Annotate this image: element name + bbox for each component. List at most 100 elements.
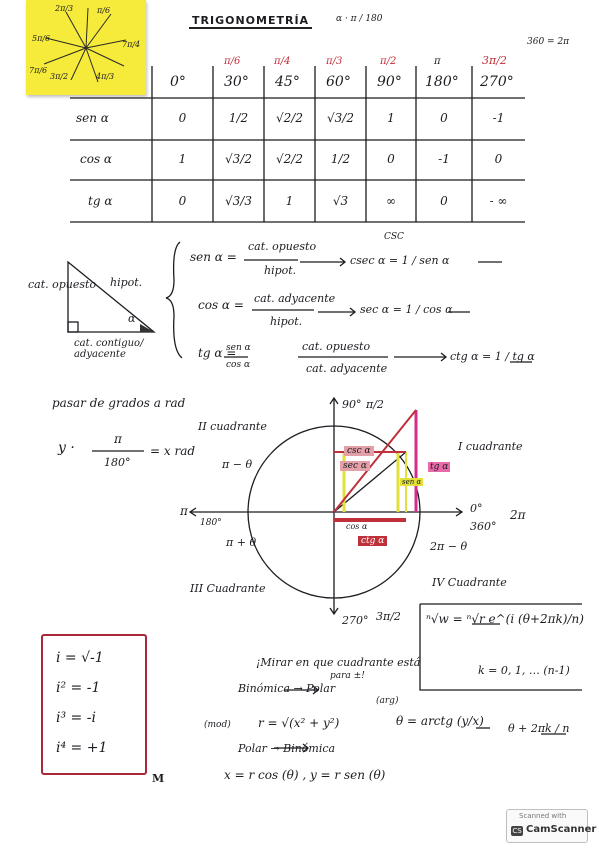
sticky-label: 5π/6 [32, 34, 51, 43]
sen-num: cat. opuesto [248, 240, 317, 253]
table-cell: 0 [440, 111, 448, 125]
label-270: 270° [342, 614, 369, 627]
deg-header: 270° [480, 74, 514, 90]
marker-m: M [152, 772, 165, 785]
cos-num: cat. adyacente [254, 292, 336, 305]
deg-header: 90° [377, 74, 402, 90]
csc-mark: csc α [344, 446, 374, 456]
deg-header: 60° [326, 74, 351, 90]
label-90: 90° [342, 398, 362, 411]
cos-lhs: cos α = [198, 298, 244, 312]
cos-den: hipot. [270, 315, 303, 328]
table-cell: √3/2 [327, 111, 354, 125]
table-cell: ∞ [386, 194, 396, 208]
q2-label: II cuadrante [198, 420, 267, 433]
polar-to-binom: Polar → Binómica [238, 742, 336, 755]
argument-formula: θ = arctg (y/x) [396, 714, 484, 728]
i-power-2: i² = -1 [56, 680, 101, 696]
label-360: 360° [470, 520, 497, 533]
table-cell: √2/2 [276, 111, 303, 125]
sticky-label: 7π/6 [29, 66, 48, 75]
label-180: 180° [200, 518, 222, 528]
opposite-label: cat. opuesto [28, 278, 97, 291]
imaginary-unit-box [41, 634, 147, 775]
table-cell: √3 [332, 194, 349, 208]
table-cell: 1 [387, 111, 395, 125]
label-pi-2: π/2 [366, 398, 384, 411]
sticky-label: 4π/3 [96, 72, 115, 81]
conversion-lhs: y · [58, 440, 75, 456]
tg-frac-num: sen α [226, 343, 251, 353]
camscanner-brand: CamScanner [526, 824, 597, 835]
deg-header: 0° [170, 74, 186, 90]
sen-den: hipot. [264, 264, 297, 277]
quadrant-note: ¡Mirar en que cuadrante está [256, 656, 421, 669]
label-2pi: 2π [510, 508, 526, 522]
hypotenuse-label: hipot. [110, 276, 143, 289]
table-cell: 0 [178, 194, 187, 208]
q4-relation: 2π − θ [430, 540, 468, 553]
table-cell: 0 [178, 111, 187, 125]
sec-formula: sec α = 1 / cos α [360, 303, 453, 316]
table-cell: √3/3 [225, 194, 252, 208]
sticky-note: 2π/3 π/6 5π/6 7π/4 7π/6 3π/2 4π/3 [26, 0, 146, 95]
conversion-rhs: = x rad [150, 444, 196, 458]
table-cell: 0 [387, 152, 395, 166]
sticky-label: π/6 [97, 6, 111, 15]
table-cell: 0 [494, 152, 503, 166]
tg-lhs: tg α = [198, 346, 237, 360]
row-label: sen α [76, 111, 109, 125]
deg-header: 45° [275, 74, 300, 90]
i-power-3: i³ = -i [56, 710, 96, 726]
i-power-4: i⁴ = +1 [56, 740, 108, 756]
table-cell: 1/2 [228, 111, 249, 125]
argument-plus: θ + 2πk / n [508, 722, 570, 735]
sticky-label: 3π/2 [50, 72, 69, 81]
cos-mark: cos α [346, 522, 368, 531]
quadrant-note-2: para ±! [330, 671, 365, 681]
csc-top: CSC [384, 232, 404, 242]
sticky-sketch [43, 7, 127, 83]
deg-header: 180° [425, 74, 459, 90]
camscanner-logo-icon: CS [511, 826, 523, 836]
mod-label: (mod) [204, 720, 231, 730]
table-cell: 0 [440, 194, 448, 208]
rad-header: π/3 [326, 56, 343, 67]
camscanner-badge: Scanned with CS CamScanner [506, 809, 596, 843]
table-cell: √3/2 [225, 152, 252, 166]
full-turn-note: 360 = 2π [527, 37, 570, 47]
ctg-mark: ctg α [358, 536, 388, 546]
page-title: TRIGONOMETRÍA [188, 14, 313, 29]
scanned-with-text: Scanned with [519, 812, 567, 820]
table-cell: 1 [285, 194, 294, 208]
k-values: k = 0, 1, … (n-1) [478, 664, 570, 677]
tg-mark: tg α [428, 462, 451, 472]
q3-label: III Cuadrante [190, 582, 266, 595]
q2-relation: π − θ [222, 458, 253, 471]
row-label: cos α [80, 152, 113, 166]
row-label: tg α [88, 194, 113, 208]
sticky-label: 7π/4 [122, 40, 141, 49]
table-cell: √2/2 [276, 152, 303, 166]
conversion-den: 180° [104, 456, 131, 469]
tg-den: cat. adyacente [306, 362, 388, 375]
label-pi: π [180, 504, 188, 518]
rad-header: π [434, 56, 441, 67]
table-cell: -1 [438, 152, 450, 166]
rad-header: 3π/2 [482, 54, 507, 67]
arg-label: (arg) [376, 696, 399, 706]
rad-header: π/4 [274, 56, 291, 67]
deg-header: 30° [224, 74, 249, 90]
tg-num: cat. opuesto [302, 340, 371, 353]
table-cell: 1 [178, 152, 187, 166]
i-power-1: i = √-1 [56, 650, 104, 666]
conversion-factor: α · π / 180 [336, 14, 383, 24]
angle-label: α [128, 312, 136, 325]
table-cell: 1/2 [330, 152, 351, 166]
q4-label: IV Cuadrante [432, 576, 507, 589]
table-cell: -1 [492, 111, 505, 125]
label-0: 0° [470, 502, 483, 515]
conversion-num: π [114, 432, 122, 446]
adjacent-label: cat. contiguo/ adyacente [74, 338, 144, 360]
label-3pi-2: 3π/2 [376, 610, 401, 623]
